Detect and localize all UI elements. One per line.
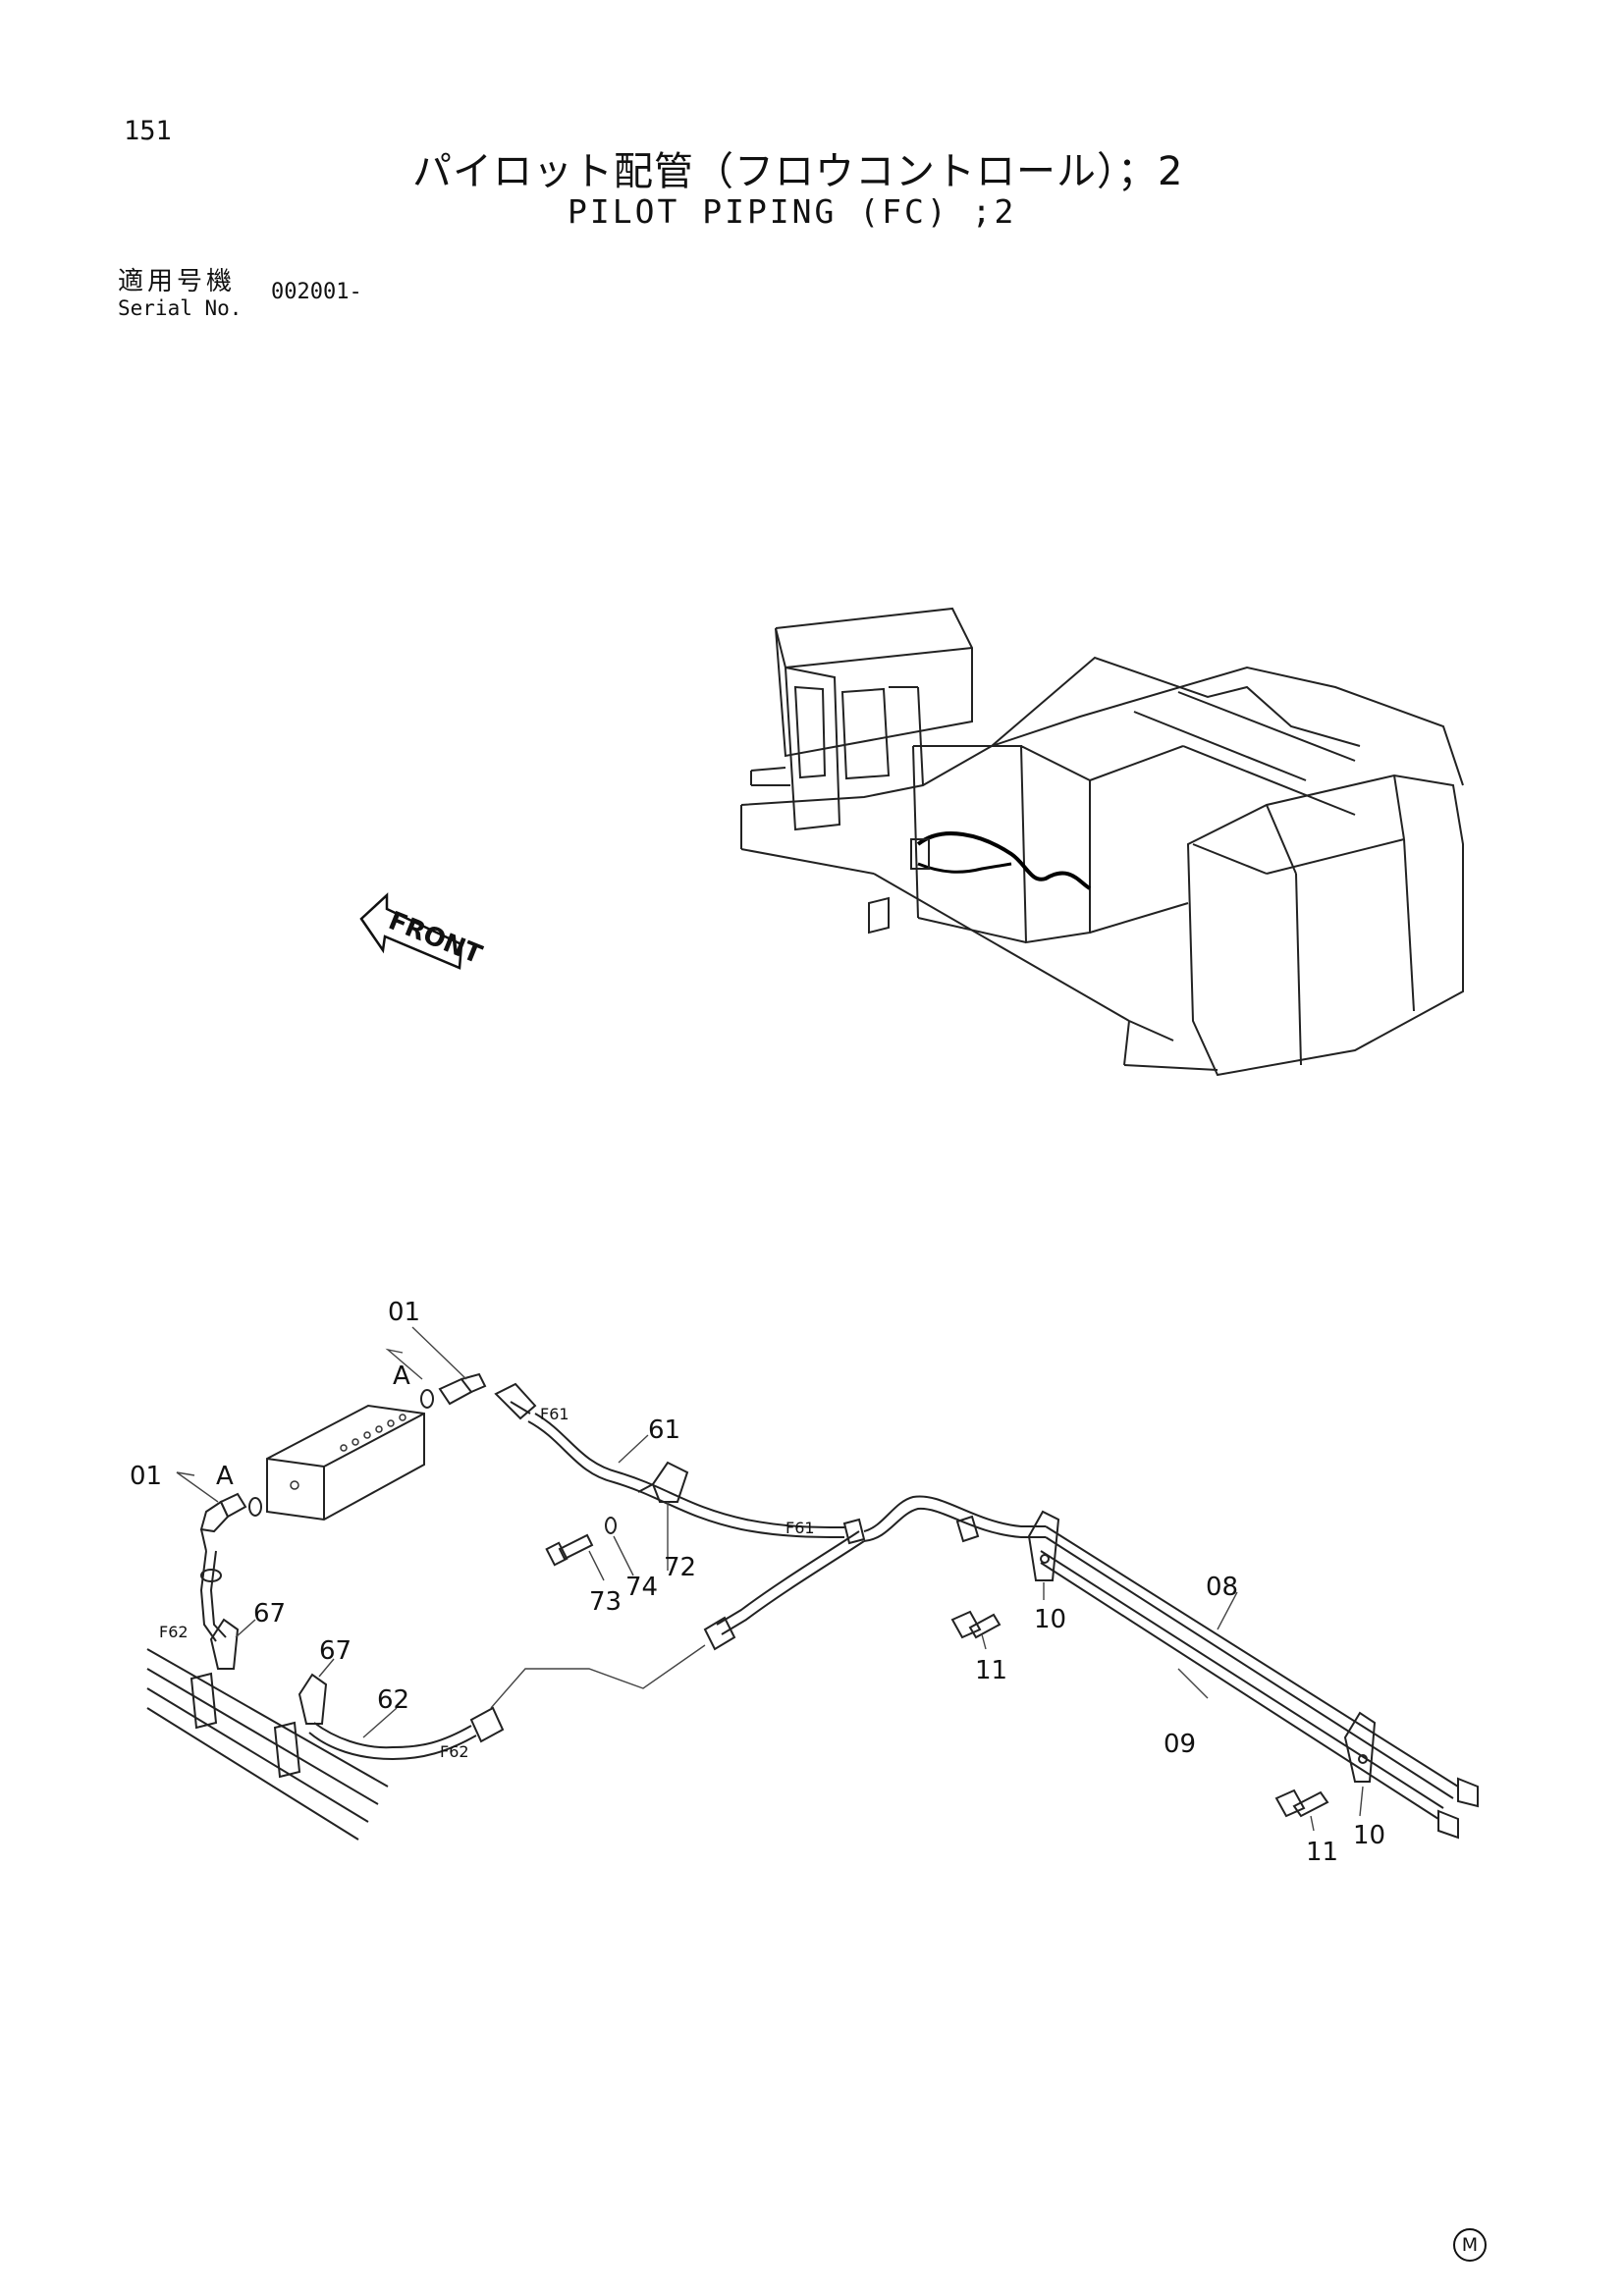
label-f62-a: F62: [159, 1623, 189, 1641]
part-label-73: 73: [589, 1587, 622, 1617]
part-label-11-b: 11: [1306, 1838, 1338, 1867]
page-number: 151: [124, 116, 172, 146]
part-label-10-a: 10: [1034, 1605, 1066, 1634]
label-f62-b: F62: [440, 1742, 469, 1761]
title-japanese: パイロット配管（フロウコントロール）；2: [412, 149, 1184, 194]
part-label-61: 61: [648, 1415, 680, 1445]
label-f61-b: F61: [785, 1519, 815, 1537]
front-arrow-label: FRONT: [384, 906, 486, 970]
part-label-11-a: 11: [975, 1656, 1007, 1685]
piping-detail: 01 A 01 A 61 F61 F61 F62 F62 67 67 62 72…: [130, 1298, 1479, 1867]
part-label-09: 09: [1164, 1730, 1196, 1759]
serial-value: 002001-: [271, 280, 362, 304]
label-a-top: A: [393, 1362, 410, 1391]
serial-label-japanese: 適用号機: [118, 267, 237, 296]
part-label-67-b: 67: [319, 1636, 352, 1666]
part-label-01-left: 01: [130, 1462, 162, 1491]
part-label-01-top: 01: [388, 1298, 420, 1327]
part-label-62: 62: [377, 1685, 409, 1715]
title-english: PILOT PIPING (FC) ;2: [568, 192, 1017, 231]
front-arrow-icon: FRONT: [359, 892, 486, 970]
part-label-74: 74: [625, 1573, 658, 1602]
part-label-10-b: 10: [1353, 1821, 1385, 1850]
machine-overview: [740, 607, 1464, 1077]
serial-label-english: Serial No.: [118, 296, 243, 320]
label-f61-a: F61: [540, 1405, 569, 1423]
part-label-67-a: 67: [253, 1599, 286, 1629]
part-label-72: 72: [664, 1553, 696, 1582]
part-label-08: 08: [1206, 1573, 1238, 1602]
label-a-left: A: [216, 1462, 234, 1491]
corner-mark-icon: M: [1453, 2228, 1487, 2262]
